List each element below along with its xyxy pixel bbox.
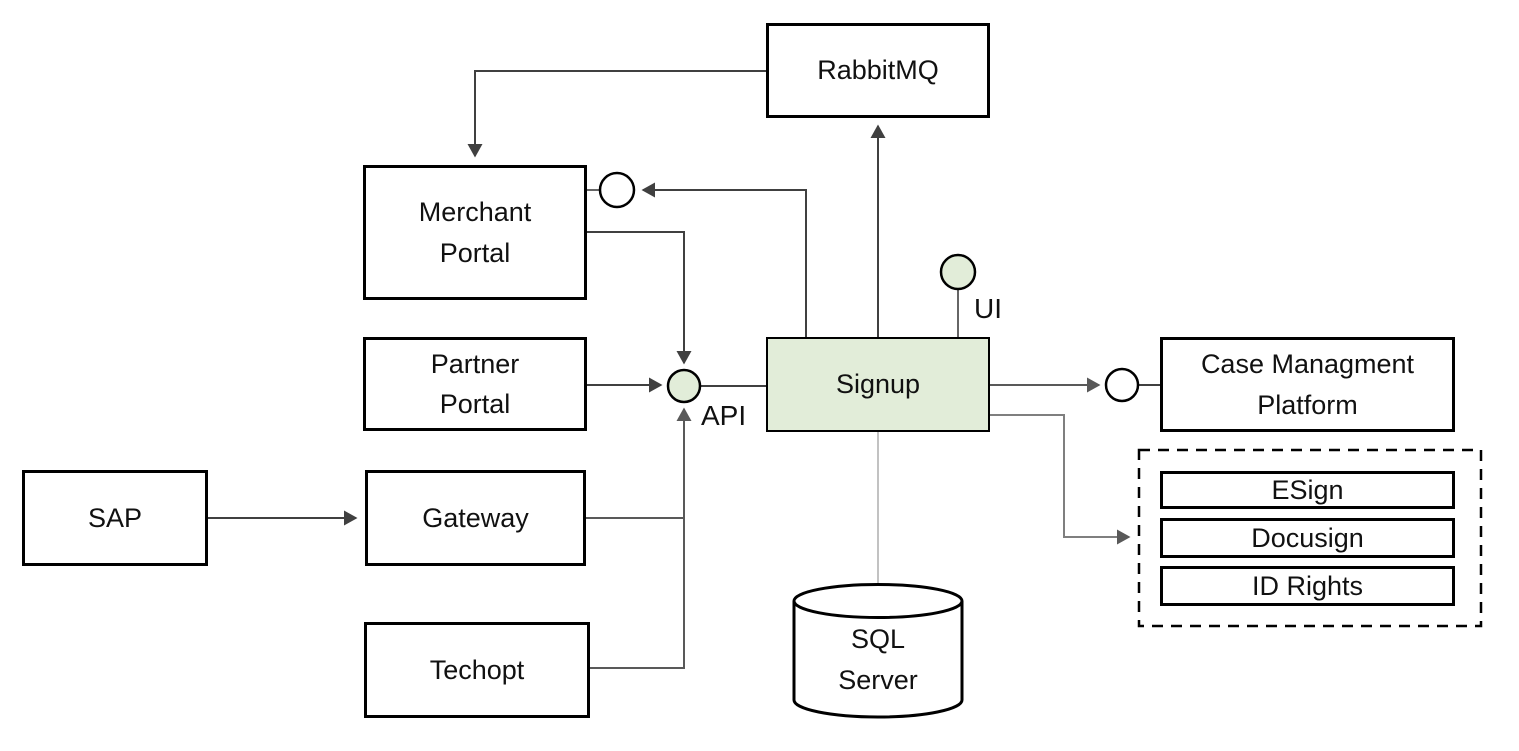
- api-interface-label: API: [701, 400, 747, 431]
- case-management-interface-circle: [1104, 367, 1140, 403]
- node-techopt-label: Techopt: [429, 654, 525, 685]
- node-gateway: Gateway: [365, 470, 586, 566]
- node-esign-label: ESign: [1271, 474, 1344, 505]
- node-rabbitmq-label: RabbitMQ: [817, 55, 939, 86]
- node-id-rights: ID Rights: [1160, 566, 1455, 606]
- ui-interface-label: UI: [974, 293, 1002, 324]
- node-docusign: Docusign: [1160, 518, 1455, 558]
- node-merchant-portal-label: Merchant Portal: [418, 197, 532, 268]
- node-sql-server: SQL Server: [808, 612, 948, 707]
- edge-signup-to-esign-group: [990, 414, 1131, 545]
- node-merchant-portal: Merchant Portal: [363, 165, 587, 300]
- node-case-management-platform: Case Managment Platform: [1160, 337, 1455, 432]
- merchant-portal-interface-circle: [598, 171, 636, 209]
- node-signup-label: Signup: [835, 369, 921, 400]
- node-techopt: Techopt: [364, 622, 590, 718]
- edge-merchant-portal-to-api-interface: [587, 231, 692, 365]
- edge-rabbitmq-to-merchant-portal: [467, 70, 766, 158]
- node-sap: SAP: [22, 470, 208, 566]
- edge-signup-to-merchant-interface: [641, 182, 807, 337]
- node-partner-portal: Partner Portal: [363, 337, 587, 431]
- node-partner-portal-label: Partner Portal: [430, 348, 520, 420]
- edge-techopt-to-api-interface: [590, 407, 692, 669]
- node-docusign-label: Docusign: [1251, 522, 1364, 553]
- node-rabbitmq: RabbitMQ: [766, 23, 990, 118]
- sql-server-cylinder: [792, 583, 964, 719]
- node-gateway-label: Gateway: [422, 502, 529, 533]
- node-id-rights-label: ID Rights: [1251, 570, 1364, 601]
- ui-interface-circle: [939, 253, 977, 291]
- node-sap-label: SAP: [87, 502, 143, 533]
- node-esign: ESign: [1160, 471, 1455, 509]
- node-sql-server-label: SQL Server: [838, 624, 918, 695]
- node-signup: Signup: [766, 337, 990, 432]
- esign-group-container: [1137, 448, 1483, 628]
- api-interface-circle: [666, 368, 702, 404]
- node-case-management-platform-label: Case Managment Platform: [1200, 349, 1415, 420]
